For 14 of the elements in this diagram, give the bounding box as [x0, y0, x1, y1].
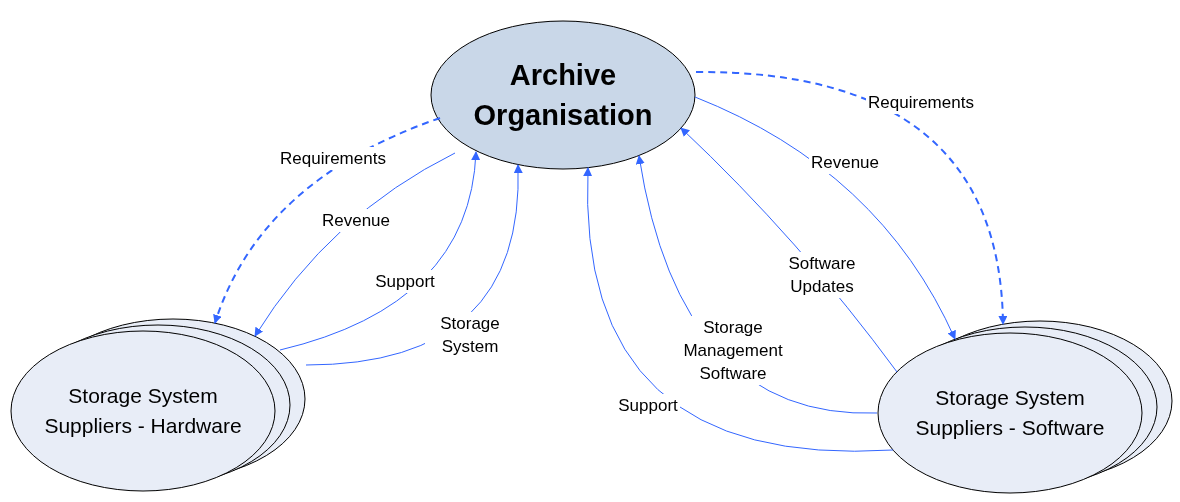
arrow: [694, 96, 956, 340]
dashed-arrow: [213, 117, 441, 324]
edge-label: Requirements: [278, 146, 388, 170]
node-label: Storage System Suppliers - Software: [914, 385, 1106, 441]
node-label: Storage System Suppliers - Hardware: [43, 383, 243, 439]
edge-label: Support: [616, 393, 680, 417]
dashed-arrow: [695, 71, 1007, 325]
arrow: [583, 167, 894, 452]
arrow: [279, 151, 480, 351]
node-label: Archive Organisation: [472, 58, 654, 133]
edge-label: Support: [373, 269, 437, 293]
stacked-ellipse-node: [877, 320, 1173, 494]
stacked-ellipse-node: [10, 318, 306, 492]
ellipse-node: [430, 20, 696, 170]
